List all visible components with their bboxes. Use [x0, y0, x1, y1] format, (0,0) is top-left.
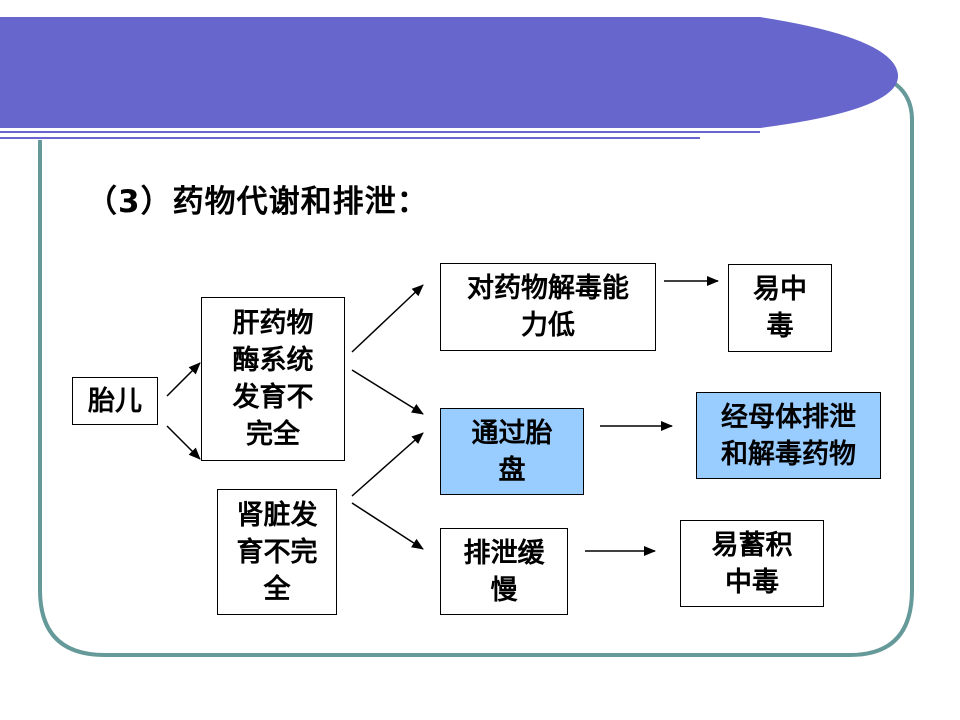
node-low-detox: 对药物解毒能 力低 [440, 263, 656, 351]
node-slow-excretion: 排泄缓 慢 [440, 528, 568, 615]
header-band-top-gap [0, 0, 960, 17]
node-kidney: 肾脏发 育不完 全 [217, 489, 337, 615]
node-accumulate-poison: 易蓄积 中毒 [680, 520, 824, 607]
node-mother-excrete: 经母体排泄 和解毒药物 [696, 392, 881, 479]
node-liver-enzyme: 肝药物 酶系统 发育不 完全 [201, 297, 345, 461]
header-band [0, 0, 899, 128]
node-through-placenta: 通过胎 盘 [440, 408, 584, 495]
node-easy-poison: 易中 毒 [728, 264, 832, 352]
node-fetus: 胎儿 [72, 377, 158, 425]
slide-frame [38, 76, 914, 657]
slide-title: （3）药物代谢和排泄： [86, 184, 429, 220]
